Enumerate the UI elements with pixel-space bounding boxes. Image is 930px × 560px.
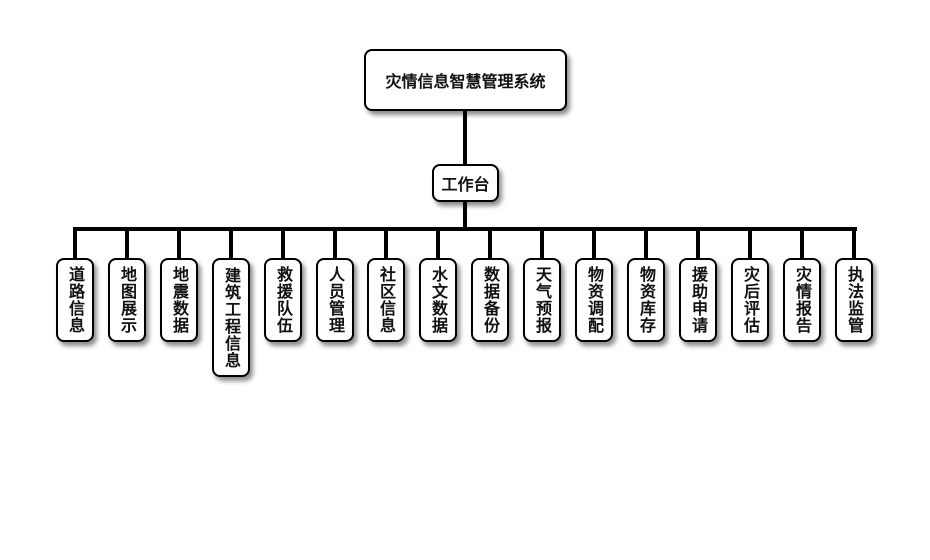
connector-drop [73, 229, 77, 259]
connector-bus [73, 227, 857, 231]
module-node-label: 物资库存 [637, 266, 656, 334]
connector-root-hub [463, 111, 467, 164]
module-node-label: 灾情报告 [793, 266, 812, 334]
connector-drop [696, 229, 700, 259]
root-node: 灾情信息智慧管理系统 [364, 49, 567, 111]
module-node: 执法监管 [835, 258, 873, 342]
module-node: 灾后评估 [731, 258, 769, 342]
module-node-label: 灾后评估 [741, 266, 760, 334]
module-node: 社区信息 [367, 258, 405, 342]
connector-drop [384, 229, 388, 259]
connector-drop [852, 229, 856, 259]
module-node-label: 人员管理 [326, 266, 345, 334]
module-node: 地震数据 [160, 258, 198, 342]
module-node-label: 建筑工程信息 [222, 266, 241, 369]
module-node-label: 援助申请 [689, 266, 708, 334]
connector-drop [177, 229, 181, 259]
module-node-label: 天气预报 [533, 266, 552, 334]
connector-drop [800, 229, 804, 259]
module-node: 天气预报 [523, 258, 561, 342]
module-node-label: 社区信息 [377, 266, 396, 334]
module-node: 建筑工程信息 [212, 258, 250, 377]
module-node-label: 救援队伍 [274, 266, 293, 334]
module-node-label: 地震数据 [170, 266, 189, 334]
root-node-label: 灾情信息智慧管理系统 [385, 72, 546, 91]
module-node: 物资调配 [575, 258, 613, 342]
module-node: 人员管理 [316, 258, 354, 342]
workbench-node-label: 工作台 [441, 175, 490, 194]
module-node: 物资库存 [627, 258, 665, 342]
module-node-label: 物资调配 [585, 266, 604, 334]
connector-drop [281, 229, 285, 259]
connector-drop [592, 229, 596, 259]
module-node-label: 地图展示 [118, 266, 137, 334]
workbench-node: 工作台 [432, 164, 499, 202]
connector-drop [748, 229, 752, 259]
module-node: 救援队伍 [264, 258, 302, 342]
module-node: 地图展示 [108, 258, 146, 342]
module-node-label: 执法监管 [845, 266, 864, 334]
connector-drop [125, 229, 129, 259]
module-node-label: 水文数据 [429, 266, 448, 334]
connector-drop [644, 229, 648, 259]
module-node-label: 道路信息 [66, 266, 85, 334]
module-node: 援助申请 [679, 258, 717, 342]
module-node: 灾情报告 [783, 258, 821, 342]
connector-hub-bus [463, 202, 467, 230]
connector-drop [229, 229, 233, 259]
connector-drop [436, 229, 440, 259]
module-node: 数据备份 [471, 258, 509, 342]
connector-drop [488, 229, 492, 259]
connector-drop [333, 229, 337, 259]
module-node-label: 数据备份 [481, 266, 500, 334]
connector-drop [540, 229, 544, 259]
module-node: 水文数据 [419, 258, 457, 342]
module-node: 道路信息 [56, 258, 94, 342]
